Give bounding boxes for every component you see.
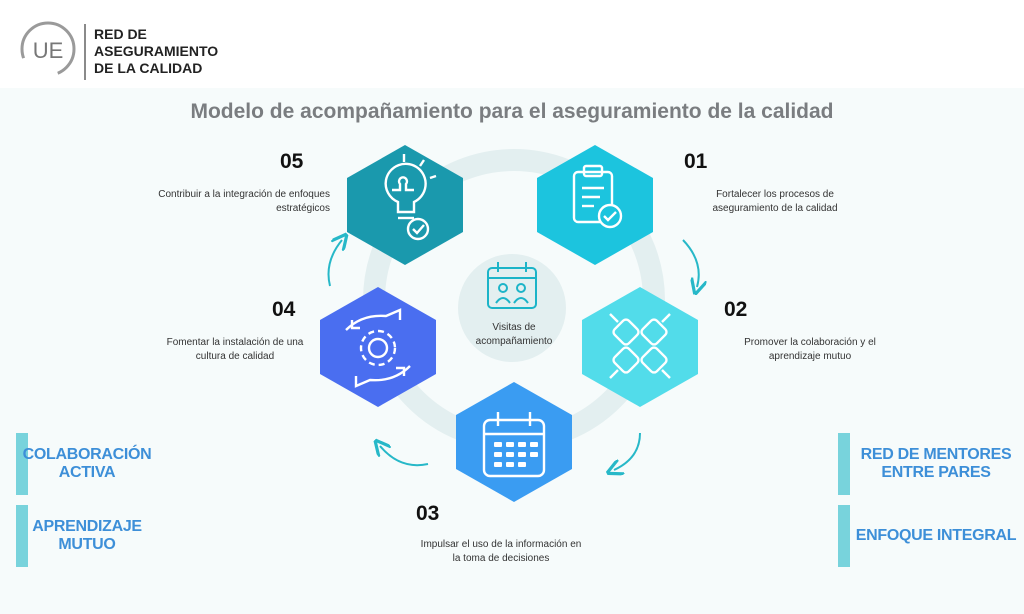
arrow-03-04: [380, 446, 429, 467]
step-05-text: Contribuir a la integración de enfoques …: [158, 189, 330, 214]
side-label-colaboracion: COLABORACIÓN ACTIVA: [22, 446, 152, 481]
step-03-number: 03: [416, 502, 440, 525]
gear-hands-icon: [345, 308, 411, 388]
side-bar-left-1: [16, 433, 28, 495]
step-04-text: Fomentar la instalación de una cultura d…: [166, 337, 304, 362]
header-band: [0, 0, 1024, 88]
step-02-hexagon: [582, 287, 698, 407]
arrow-01-02: [682, 239, 699, 287]
side-label-aprendizaje: APRENDIZAJE MUTUO: [32, 518, 142, 553]
side-bar-right-2: [838, 505, 850, 567]
step-01-number: 01: [684, 150, 708, 173]
calendar-icon: [482, 412, 546, 478]
logo-divider: [84, 24, 86, 80]
step-05-hexagon: [347, 145, 463, 265]
clipboard-check-icon: [572, 164, 623, 229]
step-01-text: Fortalecer los procesos de aseguramiento…: [712, 189, 838, 214]
arrow-02-03: [614, 432, 641, 470]
logo: UE RED DE ASEGURAMIENTO DE LA CALIDAD: [18, 18, 218, 88]
side-label-enfoque-integral: ENFOQUE INTEGRAL: [855, 527, 1017, 544]
calendar-days: [494, 442, 538, 467]
center-label: Visitas de acompañamiento: [475, 322, 553, 347]
logo-line-1: RED DE: [94, 26, 147, 42]
page-title: Modelo de acompañamiento para el asegura…: [190, 100, 834, 123]
side-bar-right-1: [838, 433, 850, 495]
step-02-number: 02: [724, 298, 748, 321]
arrow-04-05: [327, 240, 343, 287]
step-02-text: Promover la colaboración y el aprendizaj…: [744, 337, 876, 362]
step-03-hexagon: [456, 382, 572, 502]
side-label-red-mentores: RED DE MENTORES ENTRE PARES: [860, 446, 1012, 481]
side-bar-left-2: [16, 505, 28, 567]
logo-line-3: DE LA CALIDAD: [94, 60, 203, 76]
step-03-text: Impulsar el uso de la información en la …: [420, 539, 582, 564]
step-05-number: 05: [280, 150, 304, 173]
logo-mark: UE: [20, 21, 76, 79]
step-01-hexagon: [537, 145, 653, 265]
logo-line-2: ASEGURAMIENTO: [94, 43, 219, 59]
step-04-number: 04: [272, 298, 296, 321]
logo-text: RED DE ASEGURAMIENTO DE LA CALIDAD: [94, 26, 218, 77]
step-04-hexagon: [320, 287, 436, 407]
logo-initials: UE: [33, 38, 64, 63]
joined-hands-icon: [609, 313, 671, 379]
meeting-calendar-icon: [487, 262, 537, 309]
puzzle-bulb-icon: [384, 154, 437, 241]
